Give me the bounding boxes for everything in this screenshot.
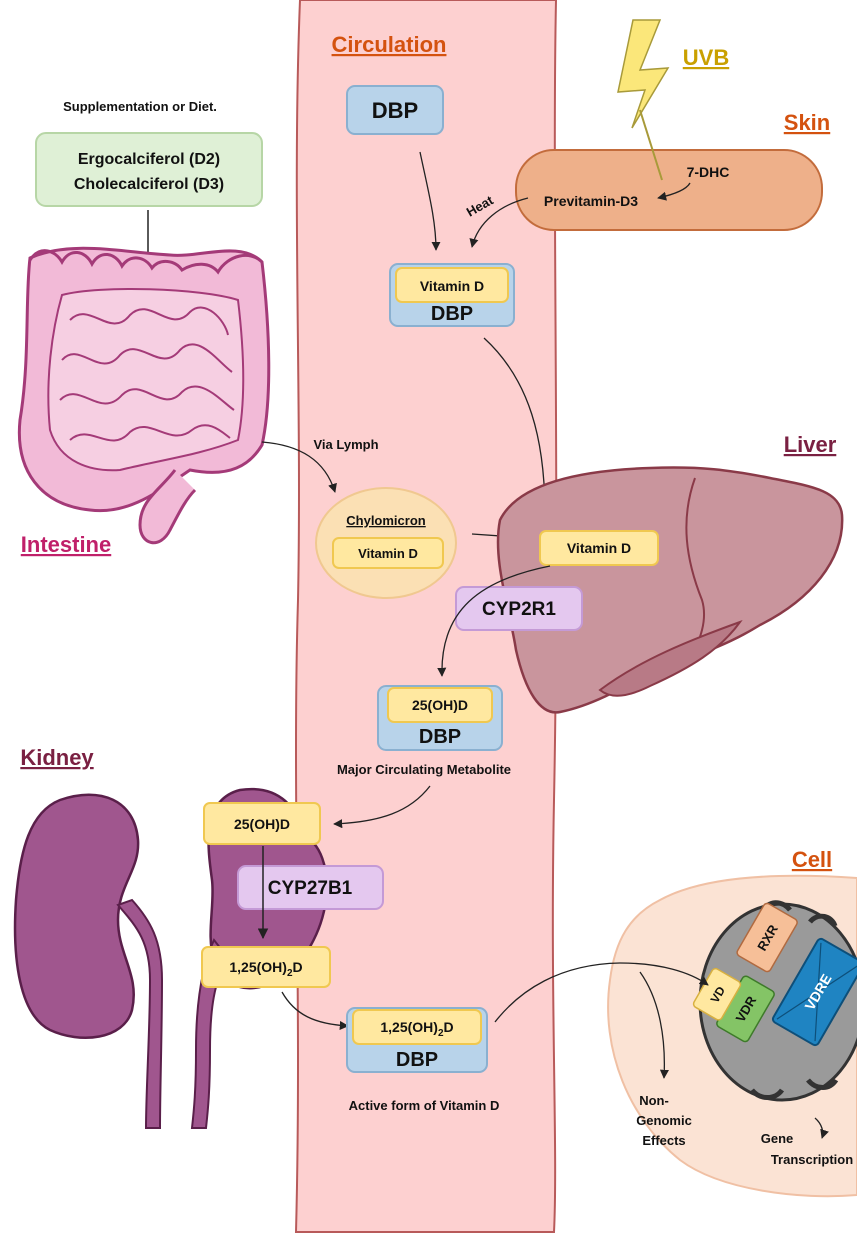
cyp27b1-label: CYP27B1: [268, 878, 353, 899]
dbp-top-box: DBP: [347, 86, 443, 134]
ohd-complex-label: 25(OH)D: [412, 697, 468, 713]
previtamin-label: Previtamin-D3: [544, 193, 638, 209]
non-genomic-line-3: Effects: [642, 1133, 685, 1148]
intestine-illustration: [19, 248, 268, 542]
vitd-complex-label: Vitamin D: [420, 278, 484, 294]
kidney-25ohd-label: 25(OH)D: [234, 816, 290, 832]
kidney-heading: Kidney: [20, 745, 94, 770]
liver-heading: Liver: [784, 432, 837, 457]
active-complex-dbp: DBP: [396, 1049, 438, 1071]
via-lymph-label: Via Lymph: [313, 437, 378, 452]
kidney-25ohd-box: 25(OH)D: [204, 803, 320, 844]
non-genomic-line-2: Genomic: [636, 1113, 692, 1128]
supplement-caption: Supplementation or Diet.: [63, 99, 217, 114]
intestine-heading: Intestine: [21, 532, 111, 557]
skin-heading: Skin: [784, 110, 830, 135]
uvb-heading: UVB: [683, 45, 729, 70]
liver-vitd-box: Vitamin D: [540, 531, 658, 565]
chylomicron-particle: Chylomicron Vitamin D: [316, 488, 456, 598]
ohd-dbp-complex: 25(OH)D DBP: [378, 686, 502, 750]
kidney-125oh2d-box: 1,25(OH)2D: [202, 947, 330, 987]
supplement-line-1: Ergocalciferol (D2): [78, 151, 220, 168]
cyp2r1-label: CYP2R1: [482, 599, 556, 620]
supplement-box: Ergocalciferol (D2) Cholecalciferol (D3): [36, 133, 262, 206]
active-form-label: Active form of Vitamin D: [349, 1098, 500, 1113]
non-genomic-line-1: Non-: [639, 1093, 669, 1108]
lightning-bolt-icon: [618, 20, 668, 128]
major-metabolite-label: Major Circulating Metabolite: [337, 762, 511, 777]
skin-shape: [516, 150, 822, 230]
liver-vitd-label: Vitamin D: [567, 540, 631, 556]
cyp2r1-enzyme: CYP2R1: [456, 587, 582, 630]
cyp27b1-enzyme: CYP27B1: [238, 866, 383, 909]
gene-line-2: Transcription: [771, 1152, 853, 1167]
dbp-top-label: DBP: [372, 98, 418, 123]
vitd-dbp-complex: Vitamin D DBP: [390, 264, 514, 326]
seven-dhc-label: 7-DHC: [687, 164, 730, 180]
ohd-complex-dbp: DBP: [419, 726, 461, 748]
circulation-heading: Circulation: [332, 32, 447, 57]
gene-line-1: Gene: [761, 1131, 794, 1146]
chylomicron-vitd-label: Vitamin D: [358, 546, 418, 561]
chylomicron-label: Chylomicron: [346, 513, 426, 528]
supplement-line-2: Cholecalciferol (D3): [74, 176, 224, 193]
vitd-complex-dbp: DBP: [431, 303, 473, 325]
active-dbp-complex: 1,25(OH)2D DBP: [347, 1008, 487, 1072]
cell-heading: Cell: [792, 847, 832, 872]
